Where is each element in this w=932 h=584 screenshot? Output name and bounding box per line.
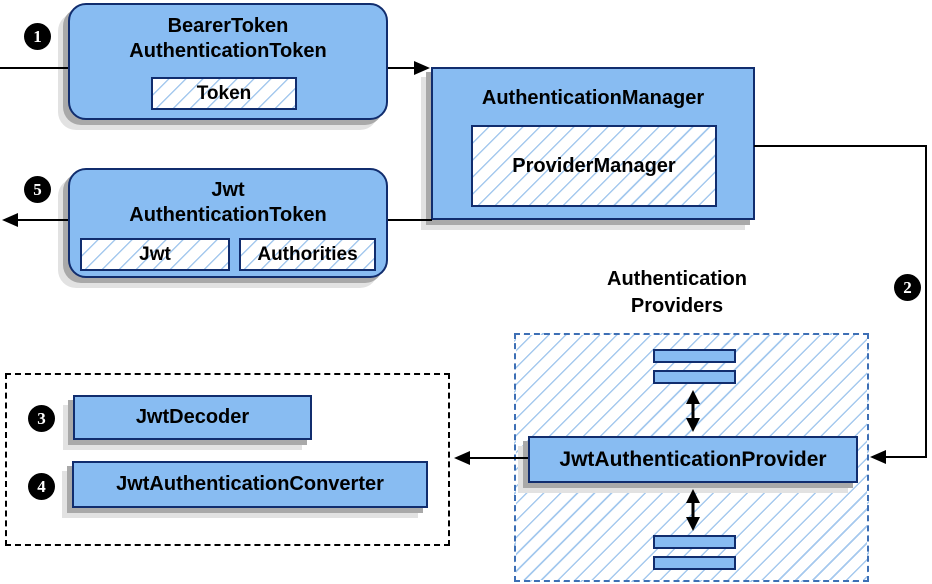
chip-authorities: Authorities	[239, 238, 376, 271]
node-bearer-token-authentication-token: BearerToken AuthenticationToken Token	[68, 3, 388, 120]
step-badge-5-number: 5	[33, 179, 42, 199]
chip-provider-manager-label: ProviderManager	[512, 154, 676, 177]
jwt-token-title-line1: Jwt	[211, 179, 245, 201]
chip-token: Token	[151, 77, 297, 110]
jwt-authentication-converter-label: JwtAuthenticationConverter	[116, 473, 384, 495]
node-authentication-manager: AuthenticationManager ProviderManager	[431, 67, 755, 220]
provider-stub-top-1	[653, 349, 736, 363]
jwt-decoder-label: JwtDecoder	[135, 406, 250, 428]
node-jwt-authentication-provider: JwtAuthenticationProvider	[528, 436, 858, 483]
jwt-token-title: Jwt AuthenticationToken	[70, 170, 386, 228]
jwt-authentication-provider-label: JwtAuthenticationProvider	[559, 447, 827, 471]
arrowhead-to-authentication-manager	[414, 61, 430, 75]
node-jwt-authentication-converter: JwtAuthenticationConverter	[72, 461, 428, 508]
jwt-token-title-line2: AuthenticationToken	[129, 204, 327, 226]
label-authentication-providers-line2: Providers	[630, 295, 724, 317]
step-badge-1: 1	[24, 23, 51, 50]
provider-stub-bottom-1	[653, 535, 736, 549]
step-badge-5: 5	[24, 176, 51, 203]
chip-jwt-label: Jwt	[139, 243, 171, 265]
node-jwt-decoder: JwtDecoder	[73, 395, 312, 440]
label-authentication-providers-line1: Authentication	[607, 268, 747, 290]
step-badge-3-number: 3	[37, 408, 46, 428]
step-badge-4: 4	[28, 473, 55, 500]
step-badge-4-number: 4	[37, 476, 46, 496]
arrowhead-manager-to-provider	[870, 450, 886, 464]
authentication-manager-title: AuthenticationManager	[481, 87, 705, 109]
bearer-token-title-line2: AuthenticationToken	[129, 40, 327, 62]
chip-authorities-label: Authorities	[257, 243, 358, 265]
step-badge-1-number: 1	[33, 26, 42, 46]
step-badge-2-number: 2	[903, 277, 912, 297]
chip-jwt: Jwt	[80, 238, 230, 271]
chip-token-label: Token	[196, 82, 252, 104]
step-badge-2: 2	[894, 274, 921, 301]
provider-stub-bottom-2	[653, 556, 736, 570]
arrowhead-provider-to-dependencies	[454, 451, 470, 465]
bearer-token-title: BearerToken AuthenticationToken	[70, 5, 386, 64]
node-jwt-authentication-token: Jwt AuthenticationToken Jwt Authorities	[68, 168, 388, 278]
provider-stub-top-2	[653, 370, 736, 384]
label-authentication-providers: Authentication Providers	[577, 266, 777, 320]
arrowhead-authentication-out	[2, 213, 18, 227]
step-badge-3: 3	[28, 405, 55, 432]
bearer-token-title-line1: BearerToken	[167, 15, 289, 37]
chip-provider-manager: ProviderManager	[471, 125, 717, 207]
